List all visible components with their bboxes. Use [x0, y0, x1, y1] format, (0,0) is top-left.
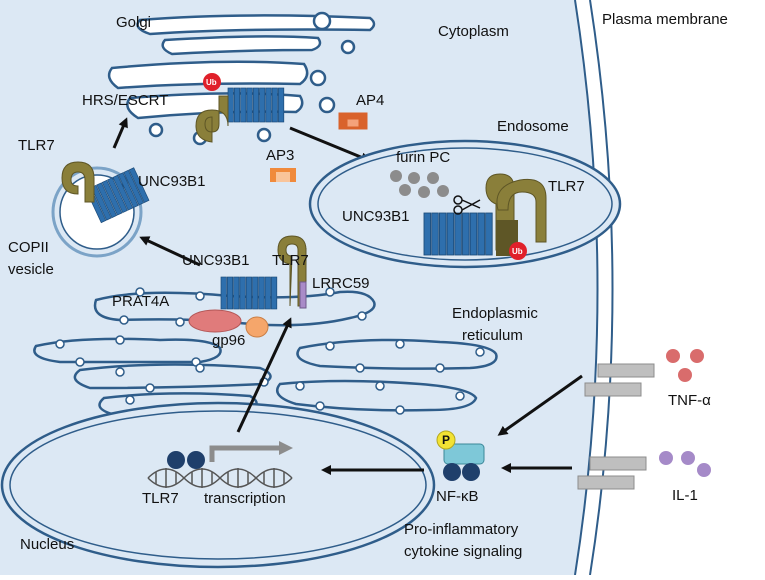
ubiquitin-badge-golgi [203, 73, 221, 91]
scissors-icon [453, 195, 481, 215]
phosphate-badge [436, 430, 456, 450]
ubiquitin-label-endosome: Ub [512, 247, 523, 256]
endosome-label: Endosome [497, 118, 569, 135]
hrs-escrt-label: HRS/ESCRT [82, 92, 168, 109]
plasma-membrane-outer [589, 0, 614, 576]
tlr7-endosome-label: TLR7 [548, 178, 585, 195]
phosphate-label: P [442, 433, 450, 447]
nucleus-label: Nucleus [20, 536, 74, 553]
ap4-label: AP4 [356, 92, 384, 109]
gp96-label: gp96 [212, 332, 245, 349]
endosome-tlr7-cleaved: Ub [485, 173, 547, 260]
arrow-tnf-to-nfkb [497, 374, 583, 436]
tnf-alpha-label: TNF-α [668, 392, 711, 409]
er-label-line1: Endoplasmic [452, 305, 538, 322]
il1-receptor [577, 456, 647, 490]
signaling-label-line2: cytokine signaling [404, 543, 522, 560]
plasma-membrane-inner [574, 0, 599, 576]
copii-label-line1: COPII [8, 239, 49, 256]
transcription-label: transcription [204, 490, 286, 507]
er-label-line2: reticulum [462, 327, 523, 344]
arrow-nucleus-to-er [236, 317, 292, 433]
golgi-tlr7-unc93b1-complex: Ub [195, 73, 285, 143]
tlr7-er-label: TLR7 [272, 252, 309, 269]
lrrc59-label: LRRC59 [312, 275, 370, 292]
ap4-complex [338, 112, 368, 130]
unc93b1-er-label: UNC93B1 [182, 252, 250, 269]
arrow-er-to-copii [139, 236, 201, 267]
ap3-complex [270, 168, 296, 182]
ubiquitin-badge-endosome [509, 242, 527, 260]
er-ribosomes [55, 287, 485, 417]
plasma-membrane-label: Plasma membrane [602, 11, 728, 28]
copii-label-line2: vesicle [8, 261, 54, 278]
nfkb-label: NF-κB [436, 488, 479, 505]
furin-pc-dots [390, 170, 449, 198]
prat4a-label: PRAT4A [112, 293, 169, 310]
nfkb-bound-dna [167, 451, 205, 469]
signaling-label-line1: Pro-inflammatory [404, 521, 519, 538]
prat4a-protein [188, 309, 242, 333]
lrrc59-protein [299, 281, 307, 309]
endosome-unc93b1 [423, 212, 493, 256]
ubiquitin-label-golgi: Ub [206, 78, 217, 87]
unc93b1-vesicle-label: UNC93B1 [138, 173, 206, 190]
ap3-label: AP3 [266, 147, 294, 164]
copii-tlr7 [61, 161, 95, 203]
tlr7-vesicle-label: TLR7 [18, 137, 55, 154]
golgi-label: Golgi [116, 14, 151, 31]
gp96-protein [245, 316, 269, 338]
tnf-receptor [584, 363, 655, 397]
nucleus-outer [0, 401, 436, 569]
tlr7-gene-label: TLR7 [142, 490, 179, 507]
endosome-inner [317, 147, 613, 261]
arrow-golgi-to-endosome [289, 126, 371, 162]
tnf-alpha-dots [666, 349, 704, 382]
furin-pc-label: furin PC [396, 149, 450, 166]
nucleus-inner [9, 410, 427, 560]
il1-dots [659, 451, 711, 477]
nfkb-complex: P [436, 430, 485, 481]
dna-helix [147, 468, 293, 488]
er-unc93b1 [220, 276, 278, 310]
transcription-start-arrow [209, 441, 293, 462]
unc93b1-endosome-label: UNC93B1 [342, 208, 410, 225]
il1-label: IL-1 [672, 487, 698, 504]
cytoplasm-label: Cytoplasm [438, 23, 509, 40]
arrow-vesicle-to-escrt [112, 117, 128, 149]
